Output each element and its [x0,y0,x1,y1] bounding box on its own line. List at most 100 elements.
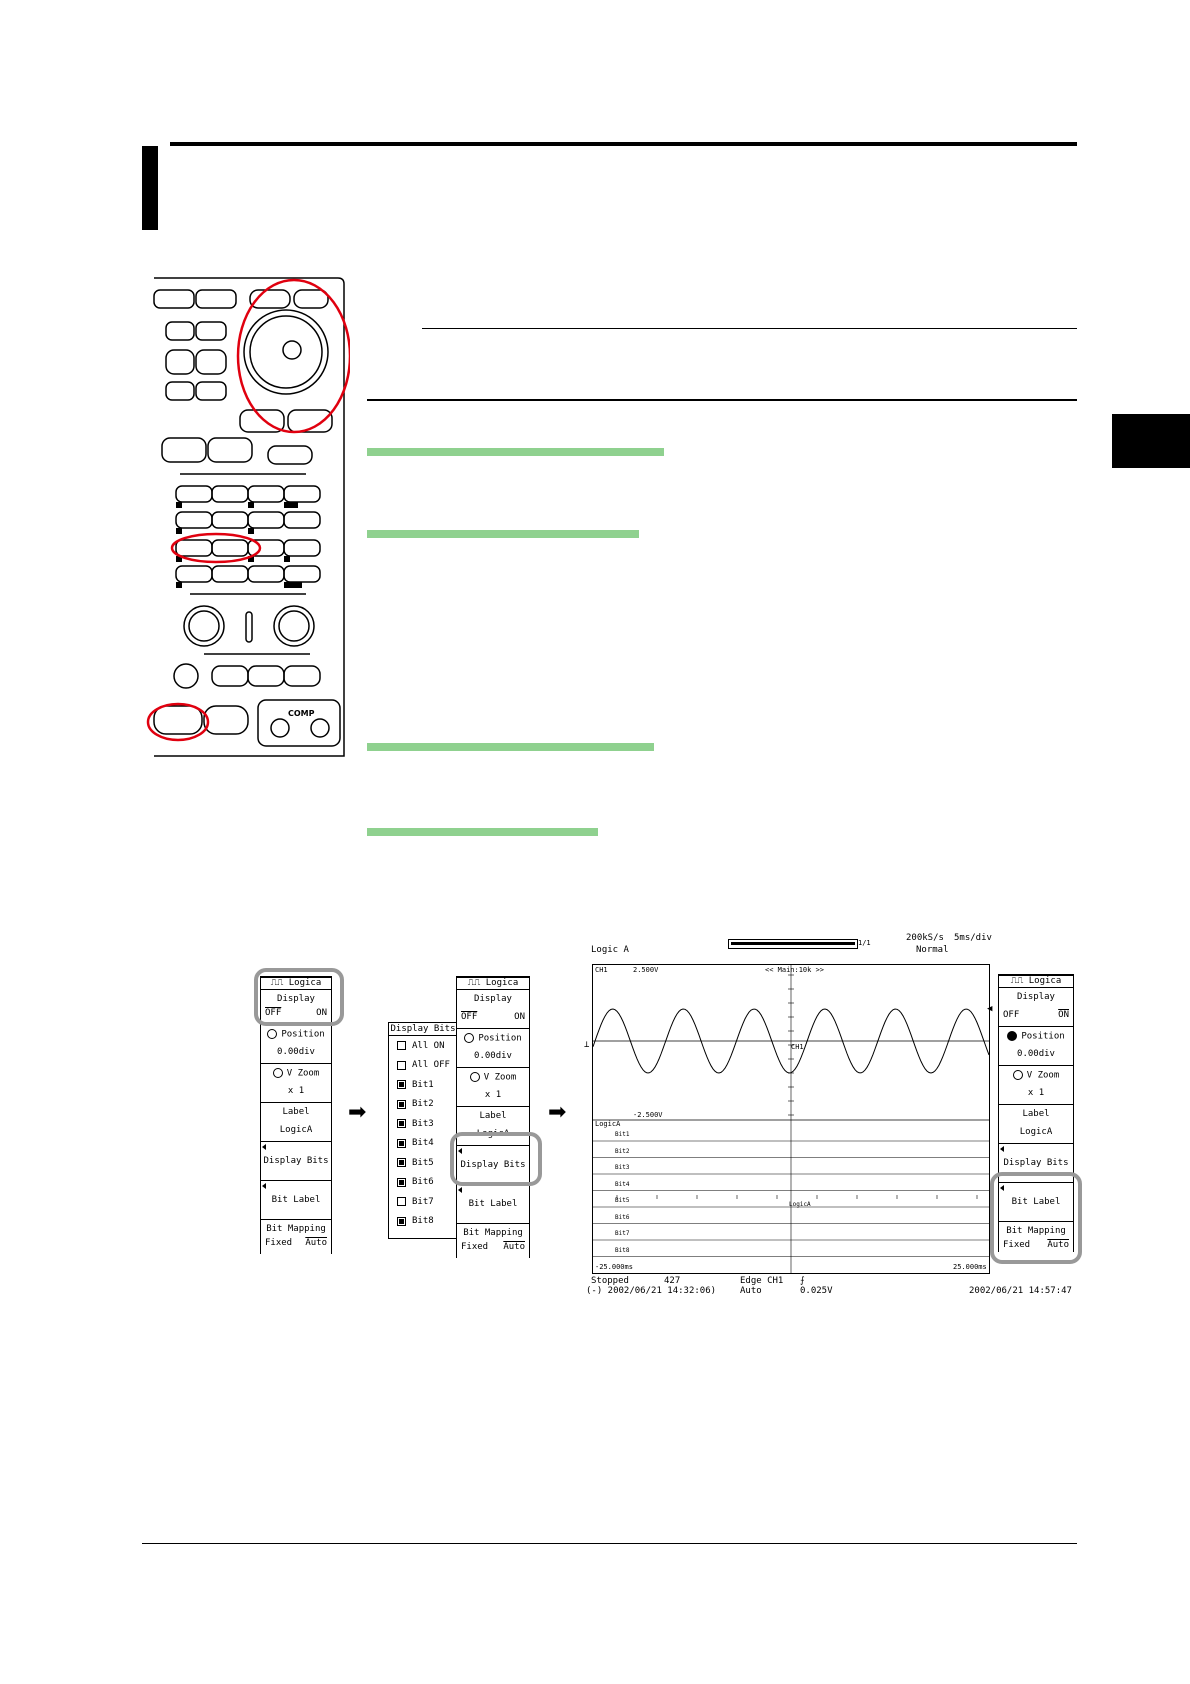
position-key[interactable]: Position 0.00div [999,1027,1073,1066]
trig-mode: Auto [740,1286,762,1296]
trigger-level: 0.025V [800,1286,833,1296]
checkbox-icon [397,1197,406,1207]
checkbox-icon [397,1060,406,1070]
ch1-ground-marker: ⊥ [584,1040,590,1050]
menu-title: ⎍⎍ Logica [261,976,331,990]
bit-item-label: Bit8 [412,1216,434,1227]
time-div: 5ms/div [954,933,992,943]
screen-title: Logic A [591,945,629,955]
ch1-label: CH1 [595,966,608,974]
right-arrow-icon: ➡ [348,1100,367,1125]
jog-knob-icon [1012,1070,1023,1080]
bit-label-key[interactable]: Bit Label [457,1185,529,1224]
waveform-screen: CH1 2.500V << Main:10k >> CH1 -2.500V Lo… [592,964,990,1274]
right-arrow-icon: ➡ [548,1100,567,1125]
vzoom-key[interactable]: V Zoom x 1 [261,1064,331,1103]
highlight-display [254,968,344,1026]
acq-status: Stopped [591,1276,629,1286]
bit-item-label: All OFF [412,1060,450,1071]
display-bits-key[interactable]: Display Bits [999,1144,1073,1183]
chapter-tab [1112,414,1190,468]
popup-arrow-icon [1000,1146,1004,1152]
display-bits-key[interactable]: Display Bits [261,1142,331,1181]
time-start: -25.000ms [595,1263,633,1271]
bit-item-label: All ON [412,1040,445,1051]
ch1-upper: 2.500V [633,966,659,974]
checkbox-icon [397,1138,406,1148]
main-label: << Main:10k >> [765,966,825,974]
chapter-bar [142,146,158,230]
bit-trace-label: Bit5 [615,1197,630,1204]
bit-trace-label: Bit8 [615,1246,630,1254]
bit-item[interactable]: Bit1 [389,1075,457,1095]
popup-arrow-icon [262,1183,266,1189]
bit-item[interactable]: Bit7 [389,1192,457,1212]
end-time: 2002/06/21 14:57:47 [969,1286,1072,1296]
zoom-ratio: 1/1 [858,939,871,947]
green-heading-bar-3 [367,743,654,751]
jog-knob-icon [267,1029,278,1039]
sample-rate: 200kS/s [906,933,944,943]
ch1-lower: -2.500V [633,1111,663,1119]
waveform-graph [593,965,989,1273]
bit-label-key[interactable]: Bit Label [261,1181,331,1220]
trigger-source: Edge CH1 [740,1276,784,1286]
highlight-bit-label-mapping [990,1172,1082,1264]
label-key[interactable]: Label LogicA [999,1105,1073,1144]
bit-item-label: Bit1 [412,1079,434,1090]
bit-trace-label: Bit6 [615,1213,630,1221]
bit-item[interactable]: All ON [389,1036,457,1056]
vzoom-key[interactable]: V Zoom x 1 [457,1068,529,1107]
jog-knob-icon [464,1033,475,1043]
checkbox-icon [397,1041,406,1051]
green-heading-bar-1 [367,448,664,456]
bit-trace-label: Bit1 [615,1131,630,1138]
bit-item[interactable]: All OFF [389,1056,457,1076]
logic-wave-icon: ⎍⎍ [467,978,486,988]
green-heading-bar-4 [367,828,598,836]
logic-center-label: LogicA [789,1201,811,1208]
label-key[interactable]: Label LogicA [261,1103,331,1142]
front-panel-illustration: COMP [146,277,350,757]
ch1-marker: CH1 [791,1043,804,1051]
comp-label: COMP [288,709,315,718]
footer-rule [142,1543,1077,1544]
logic-wave-icon: ⎍⎍ [1010,976,1029,986]
bit-item[interactable]: Bit5 [389,1153,457,1173]
position-key[interactable]: Position 0.00div [261,1025,331,1064]
bit-item-label: Bit4 [412,1138,434,1149]
section-rule [367,399,1077,401]
bit-item-label: Bit2 [412,1099,434,1110]
jog-knob-icon [469,1072,480,1082]
bit-trace-label: Bit4 [615,1180,630,1188]
trigger-mode: Normal [916,945,949,955]
checkbox-icon [397,1158,406,1168]
logic-label: LogicA [595,1120,621,1128]
position-key[interactable]: Position 0.00div [457,1029,529,1068]
bit-item[interactable]: Bit6 [389,1173,457,1193]
popup-arrow-icon [458,1187,462,1193]
acq-count: 427 [664,1276,681,1286]
highlight-display-bits [450,1132,542,1186]
jog-knob-icon [272,1068,283,1078]
header-rule [170,142,1077,146]
bit-item[interactable]: Bit8 [389,1212,457,1232]
bit-item[interactable]: Bit2 [389,1095,457,1115]
checkbox-icon [397,1177,406,1187]
bit-trace-label: Bit3 [615,1164,630,1171]
bit-trace-label: Bit2 [615,1147,630,1155]
bit-item[interactable]: Bit4 [389,1134,457,1154]
bit-label-key[interactable]: Bit Label [999,1183,1073,1222]
bit-item[interactable]: Bit3 [389,1114,457,1134]
level-marker-icon: ◀ [987,1004,993,1014]
section-rule-top [422,328,1077,329]
vzoom-key[interactable]: V Zoom x 1 [999,1066,1073,1105]
bit-item-label: Bit3 [412,1118,434,1129]
